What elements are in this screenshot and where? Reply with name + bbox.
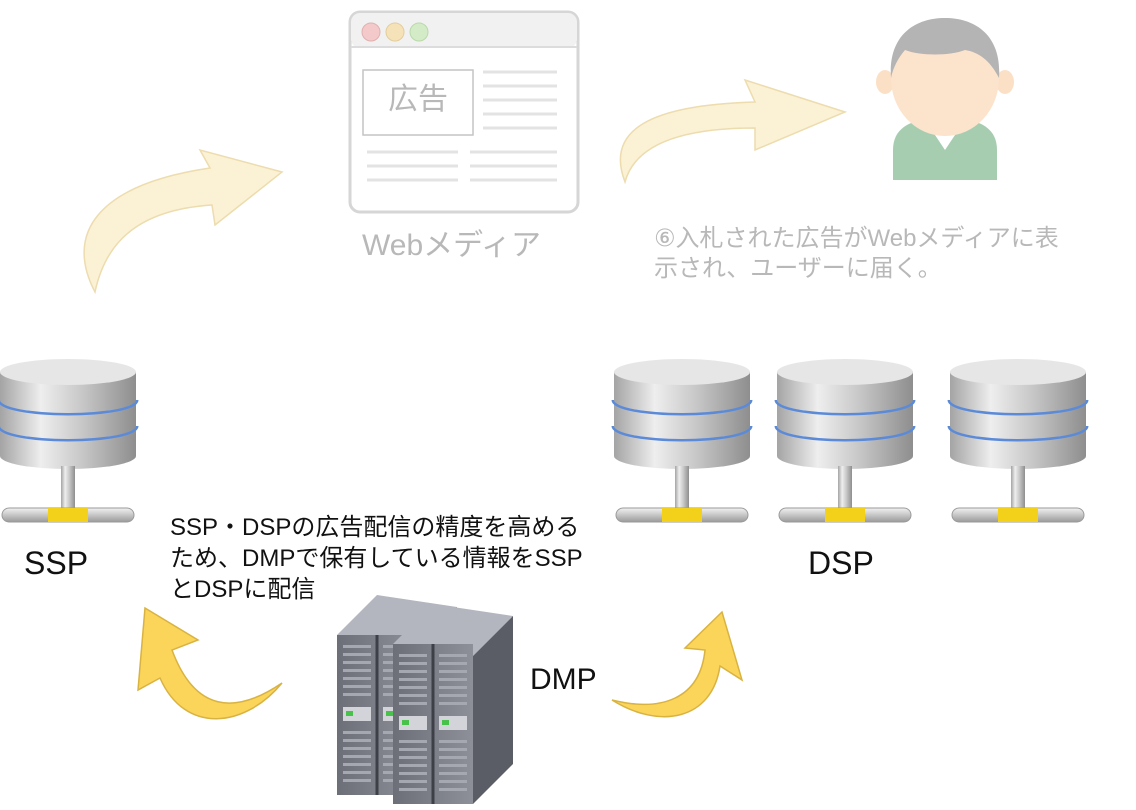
arrow-ssp-to-webmedia — [83, 148, 284, 295]
dmp-label: DMP — [530, 663, 597, 696]
arrow-dmp-to-dsp — [611, 610, 744, 718]
arrow-dmp-to-ssp — [137, 606, 283, 720]
dmp-description-line2: ため、DMPで保有している情報をSSP — [170, 545, 583, 572]
step6-note-line2: 示され、ユーザーに届く。 — [654, 255, 942, 282]
ssp-label: SSP — [24, 545, 89, 581]
dmp-description-line3: とDSPに配信 — [170, 576, 316, 603]
ad-box-label: 広告 — [388, 83, 448, 116]
dsp-database-icon-2 — [777, 359, 913, 522]
arrow-webmedia-to-user — [619, 78, 848, 185]
dsp-database-icon-1 — [614, 359, 750, 522]
dsp-database-icon-3 — [950, 359, 1086, 522]
webmedia-caption: Webメディア — [362, 229, 542, 262]
server-tower-icon — [335, 593, 515, 806]
browser-window-icon — [348, 10, 580, 214]
step6-note-line1: ⑥入札された広告がWebメディアに表 — [654, 225, 1059, 252]
dsp-label: DSP — [808, 545, 874, 581]
ssp-database-icon — [0, 359, 136, 522]
user-person-icon — [876, 18, 1014, 180]
dmp-description-line1: SSP・DSPの広告配信の精度を高める — [170, 514, 580, 541]
